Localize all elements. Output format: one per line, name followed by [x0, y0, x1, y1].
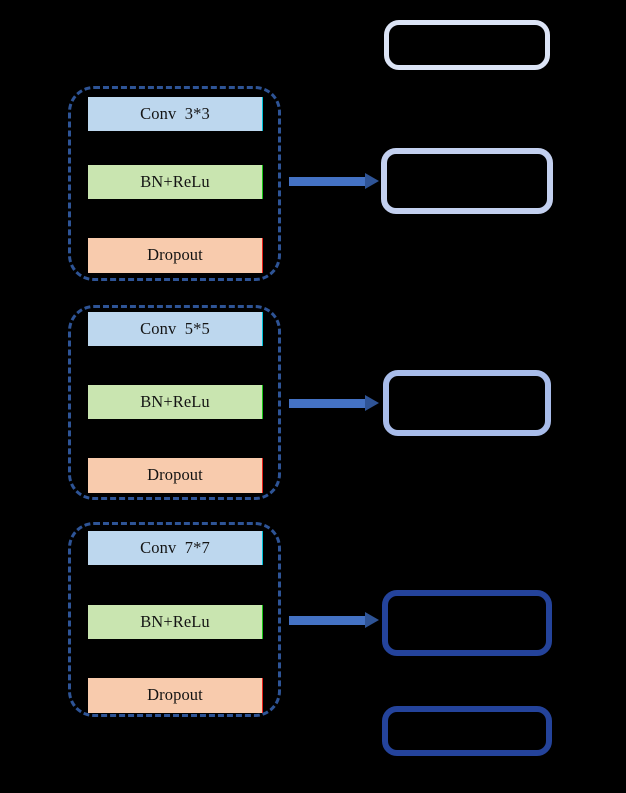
branch-5x5-drop-layer[interactable]: Dropout: [88, 458, 263, 493]
branch-3x3-conv-layer[interactable]: Conv 3*3: [88, 97, 263, 131]
arrow-2-shaft: [289, 399, 366, 408]
arrow-2-icon: [289, 395, 379, 411]
arrow-3-icon: [289, 612, 379, 628]
branch-5x5-bn-layer[interactable]: BN+ReLu: [88, 385, 263, 419]
branch-3x3-container: [68, 86, 281, 281]
output-box-1[interactable]: [384, 20, 550, 70]
arrow-1-icon: [289, 173, 379, 189]
output-box-3[interactable]: [383, 370, 551, 436]
arrow-1-head: [365, 173, 379, 189]
branch-7x7-drop-layer[interactable]: Dropout: [88, 678, 263, 713]
branch-7x7-container: [68, 522, 281, 717]
arrow-1-shaft: [289, 177, 366, 186]
branch-3x3-drop-layer[interactable]: Dropout: [88, 238, 263, 273]
arrow-3-head: [365, 612, 379, 628]
branch-5x5-conv-layer[interactable]: Conv 5*5: [88, 312, 263, 346]
arrow-2-head: [365, 395, 379, 411]
output-box-5[interactable]: [382, 706, 552, 756]
branch-5x5-container: [68, 305, 281, 500]
arrow-3-shaft: [289, 616, 366, 625]
branch-7x7-conv-layer[interactable]: Conv 7*7: [88, 531, 263, 565]
output-box-4[interactable]: [382, 590, 552, 656]
branch-3x3-bn-layer[interactable]: BN+ReLu: [88, 165, 263, 199]
output-box-2[interactable]: [381, 148, 553, 214]
branch-7x7-bn-layer[interactable]: BN+ReLu: [88, 605, 263, 639]
